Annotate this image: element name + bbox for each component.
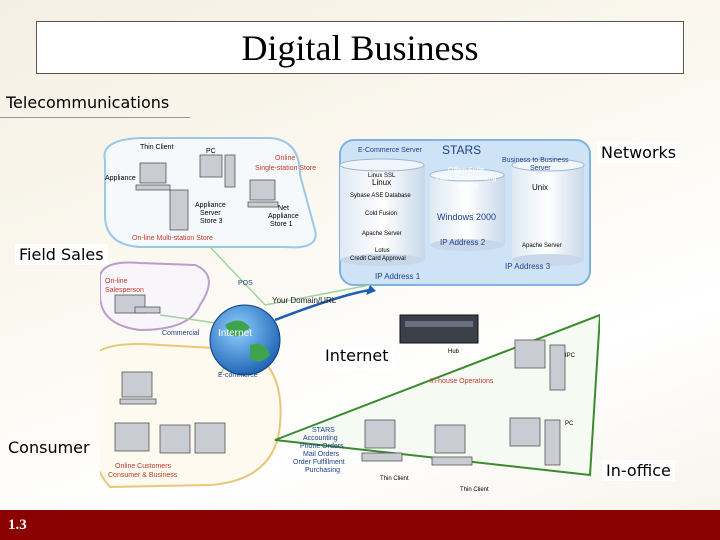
dg-linux-ssl: Linux SSL — [368, 173, 396, 179]
dg-online-multi: On-line Multi-station Store — [132, 235, 213, 242]
dg-thin-client-1: Thin Client — [380, 476, 409, 482]
dg-thin-client: Thin Client — [140, 144, 174, 151]
dg-cold-fusion: Cold Fusion — [365, 211, 397, 217]
dg-b2b-server: Business to Business — [502, 157, 569, 164]
dg-stars-list-0: STARS — [312, 427, 335, 434]
hub-device — [399, 314, 479, 344]
dg-video-conf: Video Conferencing — [435, 175, 496, 182]
dg-internet-globe: Internet — [218, 328, 252, 339]
dg-unix: Unix — [532, 183, 548, 192]
dg-windows: Windows 2000 — [437, 212, 496, 222]
dg-online-customers-2: Consumer & Business — [108, 472, 178, 479]
dg-ip2: IP Address 2 — [440, 238, 486, 247]
computer-icons — [114, 154, 566, 466]
dg-stars-list-3: Mail Orders — [303, 451, 340, 458]
slide-number: 1.3 — [8, 517, 27, 533]
dg-linux: Linux — [372, 178, 391, 187]
dg-pc2: PC — [565, 421, 574, 427]
subtitle-underline — [0, 117, 190, 118]
dg-ipc: IPC — [565, 353, 576, 359]
network-diagram: Thin Client PC Appliance Appliance Serve… — [100, 137, 600, 493]
dg-lotus: Lotus — [375, 248, 390, 254]
dg-stars-list-4: Order Fulfillment — [293, 459, 345, 466]
dg-online-single: Online — [275, 155, 295, 162]
dg-appliance: Appliance — [105, 175, 136, 182]
dg-commercial: Commercial — [162, 330, 200, 337]
dg-appliance-server: Appliance — [195, 202, 226, 209]
label-field-sales: Field Sales — [15, 244, 108, 265]
label-in-office: In-office — [602, 460, 675, 481]
dg-b2b-server-2: Server — [530, 165, 551, 172]
dg-credit: Credit Card Approval — [350, 256, 406, 262]
dg-stars-list-5: Purchasing — [305, 467, 340, 474]
dg-sybase: Sybase ASE Database — [350, 193, 411, 199]
dg-ip3: IP Address 3 — [505, 262, 551, 271]
dg-video-conf-2: Server — [458, 183, 479, 190]
dg-ip1: IP Address 1 — [375, 272, 421, 281]
footer-bar: 1.3 — [0, 510, 720, 540]
dg-online-salesperson: On-line — [105, 278, 128, 285]
dg-apache-1: Apache Server — [362, 231, 402, 237]
slide-subtitle: Telecommunications — [6, 93, 170, 112]
dg-pc: PC — [206, 148, 216, 155]
dg-ecommerce-server: E-Commerce Server — [358, 147, 422, 154]
label-consumer: Consumer — [8, 438, 90, 457]
slide-title: Digital Business — [241, 27, 479, 68]
dg-office-suite: Office Suite — [448, 167, 484, 174]
dg-pos: POS — [238, 280, 253, 287]
dg-appliance-server-2: Server — [200, 210, 221, 217]
dg-online-salesperson-2: Salesperson — [105, 287, 144, 294]
dg-net-appliance: Net — [278, 205, 289, 212]
dg-appliance-server-3: Store 3 — [200, 218, 223, 225]
dg-net-appliance-2: Appliance — [268, 213, 299, 220]
database-cylinders — [339, 158, 585, 266]
label-networks: Networks — [597, 142, 681, 163]
dg-stars-list-2: Phone Orders — [300, 443, 344, 450]
dg-inhouse: In-house Operations — [430, 378, 494, 385]
dg-domain-url: Your Domain/URL — [272, 296, 337, 305]
dg-net-appliance-3: Store 1 — [270, 221, 293, 228]
dg-ecommerce: E-commerce — [218, 372, 258, 379]
dg-stars-list-1: Accounting — [303, 435, 338, 442]
label-internet: Internet — [321, 345, 395, 371]
dg-online-customers: Online Customers — [115, 463, 172, 470]
dg-online-single-2: Single-station Store — [255, 165, 316, 172]
dg-thin-client-2: Thin Client — [460, 487, 489, 493]
dg-apache-2: Apache Server — [522, 243, 562, 249]
dg-stars: STARS — [442, 143, 481, 157]
dg-hub: Hub — [448, 349, 460, 355]
title-box: Digital Business — [36, 21, 684, 74]
internet-globe — [209, 304, 281, 376]
